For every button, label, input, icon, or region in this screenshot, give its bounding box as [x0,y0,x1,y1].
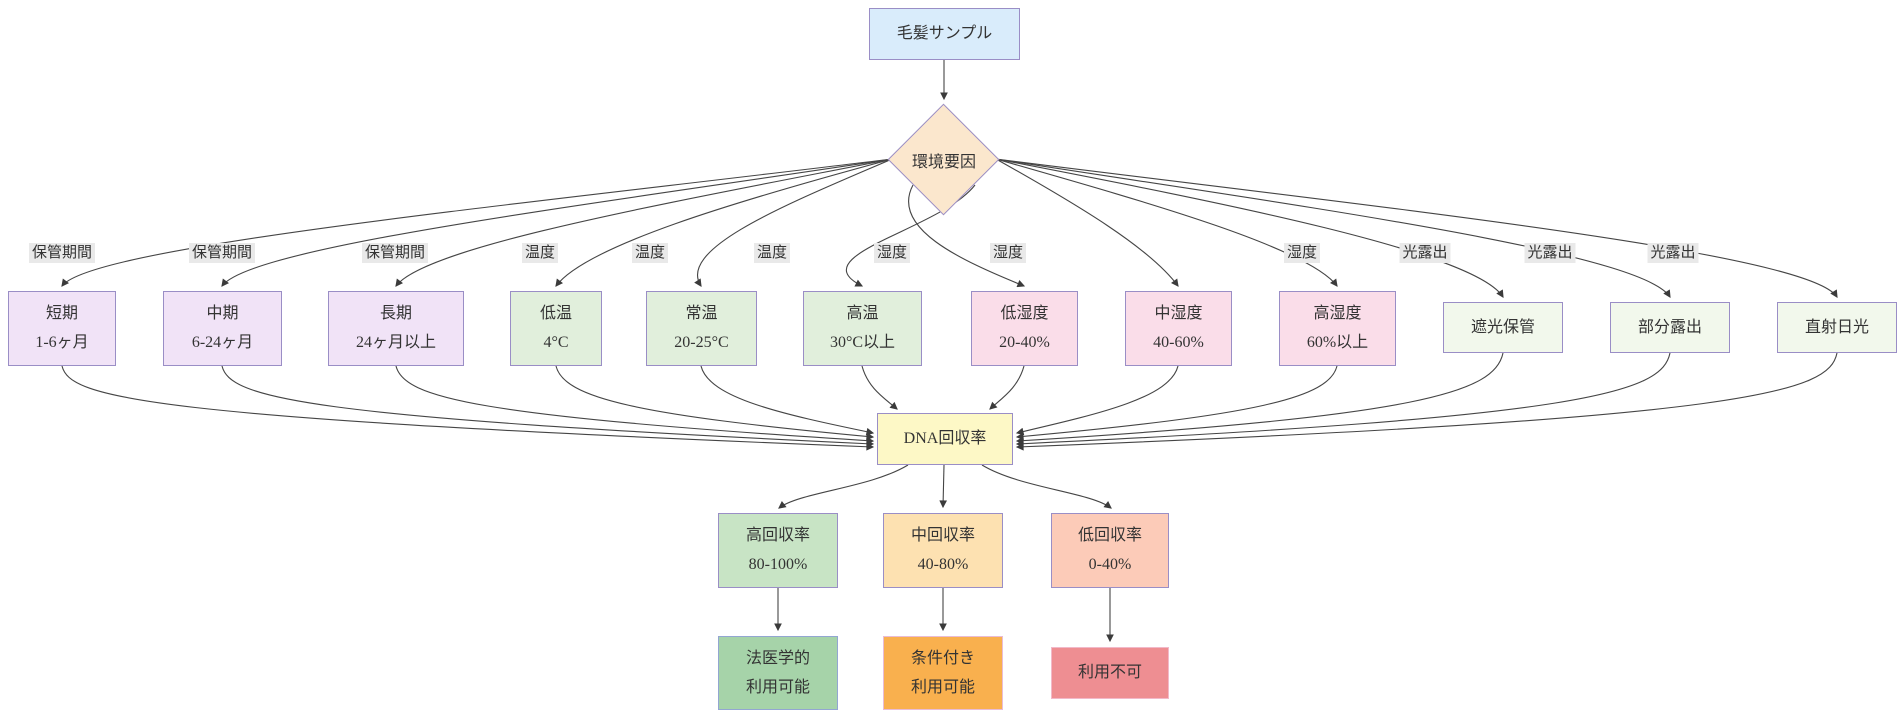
node-short-term-title: 短期 [45,305,78,322]
edge-label-storage-period-2: 保管期間 [188,243,256,263]
edge-mid-humidity-to-dna [1015,365,1179,436]
node-mid-humidity-subtitle: 40-60% [1153,334,1204,351]
node-room-temp-subtitle: 20-25°C [674,334,729,351]
node-forensic-usable-subtitle: 利用可能 [745,678,810,696]
node-high-recovery-title: 高回収率 [745,527,810,544]
node-low-recovery: 低回収率 0-40% [1051,513,1169,588]
node-high-temp: 高温 30°C以上 [803,291,922,366]
node-partial-exposure-label: 部分露出 [1637,318,1702,336]
node-mid-recovery: 中回収率 40-80% [883,513,1003,588]
node-mid-term-subtitle: 6-24ヶ月 [191,334,254,351]
node-forensic-usable: 法医学的 利用可能 [718,636,838,710]
edge-dna-to-low-recovery [981,464,1112,509]
node-low-humidity: 低湿度 20-40% [971,291,1078,366]
node-low-temp-title: 低温 [539,305,572,322]
node-high-humidity-title: 高湿度 [1313,305,1362,322]
node-high-temp-subtitle: 30°C以上 [829,334,896,351]
edge-high-humidity-to-dna [1015,365,1338,441]
node-low-recovery-subtitle: 0-40% [1088,556,1132,573]
edge-long-term-to-dna [395,365,875,445]
node-mid-term: 中期 6-24ヶ月 [163,291,282,366]
node-dark-storage: 遮光保管 [1443,302,1563,353]
node-conditional-usable-subtitle: 利用可能 [910,678,975,696]
edge-env-to-dark-storage [995,158,1504,298]
node-room-temp: 常温 20-25°C [646,291,757,366]
edge-label-temperature-1: 温度 [521,243,559,263]
node-short-term-subtitle: 1-6ヶ月 [35,334,89,351]
edge-dark-storage-to-dna [1015,352,1504,445]
edge-label-light-exposure-3: 光露出 [1647,243,1699,263]
edge-env-to-high-humidity [995,158,1338,287]
node-low-humidity-subtitle: 20-40% [999,334,1050,351]
node-hair-sample-label: 毛髪サンプル [896,25,993,42]
edge-env-to-room-temp [694,158,893,287]
edge-low-humidity-to-dna [989,365,1025,410]
node-mid-humidity-title: 中湿度 [1154,305,1203,322]
edge-label-light-exposure-2: 光露出 [1524,243,1576,263]
node-low-recovery-title: 低回収率 [1077,527,1142,544]
edge-env-to-mid-humidity [995,158,1179,287]
edge-high-temp-to-dna [861,365,898,410]
edge-partial-exposure-to-dna [1015,352,1671,448]
node-room-temp-title: 常温 [685,305,718,322]
node-conditional-usable: 条件付き 利用可能 [883,636,1003,710]
node-long-term-title: 長期 [379,305,412,322]
node-high-humidity: 高湿度 60%以上 [1279,291,1396,366]
node-not-usable-label: 利用不可 [1077,664,1142,681]
node-high-recovery-subtitle: 80-100% [748,556,808,573]
edge-label-humidity-1: 湿度 [873,243,911,263]
edge-label-humidity-3: 湿度 [1283,243,1321,263]
node-high-humidity-subtitle: 60%以上 [1306,334,1369,351]
node-dna-recovery-rate: DNA回収率 [877,413,1013,465]
edge-env-to-long-term [395,158,893,287]
node-high-temp-title: 高温 [846,305,879,322]
edge-env-to-short-term [61,158,893,287]
node-hair-sample: 毛髪サンプル [869,8,1020,60]
edge-direct-sunlight-to-dna [1015,352,1838,451]
node-high-recovery: 高回収率 80-100% [718,513,838,588]
node-direct-sunlight: 直射日光 [1777,302,1897,353]
edge-env-to-direct-sunlight [995,158,1838,298]
node-mid-recovery-subtitle: 40-80% [917,556,969,573]
edge-label-storage-period-1: 保管期間 [28,243,96,263]
node-long-term: 長期 24ヶ月以上 [328,291,464,366]
edge-short-term-to-dna [61,365,875,451]
node-long-term-subtitle: 24ヶ月以上 [355,334,436,351]
node-dark-storage-label: 遮光保管 [1470,318,1535,336]
edge-room-temp-to-dna [700,365,875,436]
edge-mid-term-to-dna [221,365,875,448]
edge-label-temperature-2: 温度 [631,243,669,263]
node-low-temp-subtitle: 4°C [543,334,569,351]
node-forensic-usable-title: 法医学的 [745,649,810,667]
node-mid-recovery-title: 中回収率 [910,527,975,544]
edge-env-to-low-humidity [908,184,1026,288]
node-environment-factor: 環境要因 [887,103,1000,216]
node-mid-humidity: 中湿度 40-60% [1125,291,1232,366]
edge-env-to-low-temp [555,158,893,287]
edge-low-temp-to-dna [555,365,875,441]
node-partial-exposure: 部分露出 [1610,302,1730,353]
node-low-humidity-title: 低湿度 [1000,305,1049,322]
edge-label-temperature-3: 温度 [753,243,791,263]
node-not-usable: 利用不可 [1051,647,1169,699]
node-short-term: 短期 1-6ヶ月 [8,291,116,366]
node-mid-term-title: 中期 [206,305,239,322]
edge-dna-to-mid-recovery [939,464,948,509]
node-environment-factor-label: 環境要因 [911,154,976,171]
edge-label-light-exposure-1: 光露出 [1399,243,1451,263]
node-conditional-usable-title: 条件付き [910,649,975,667]
edge-label-storage-period-3: 保管期間 [361,243,429,263]
node-low-temp: 低温 4°C [510,291,602,366]
edge-env-to-mid-term [221,158,893,287]
node-dna-recovery-rate-label: DNA回収率 [903,430,987,447]
edge-env-to-partial-exposure [995,158,1671,298]
edge-dna-to-high-recovery [778,464,909,509]
node-direct-sunlight-label: 直射日光 [1804,318,1869,336]
edge-label-humidity-2: 湿度 [989,243,1027,263]
